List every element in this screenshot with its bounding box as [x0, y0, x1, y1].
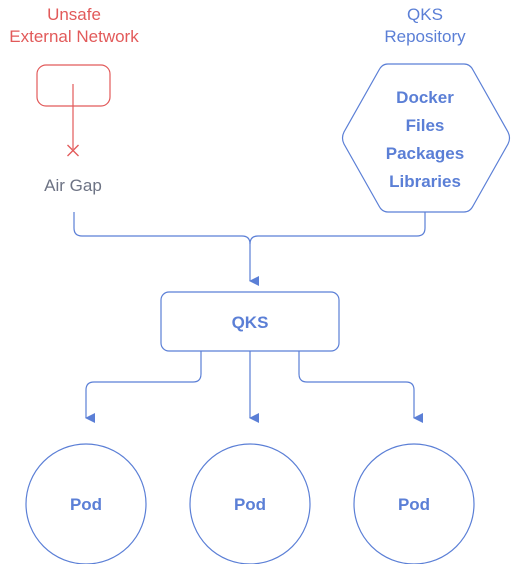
pod-1: Pod — [25, 443, 147, 564]
air-gap-label: Air Gap — [44, 176, 102, 195]
pod-3-label: Pod — [398, 495, 430, 514]
qks-repository: QKS Repository Docker Files Packages Lib… — [341, 5, 511, 213]
air-gap-to-qks-arrow — [73, 212, 259, 286]
unsafe-title-line2: External Network — [9, 27, 139, 46]
pod-3: Pod — [353, 443, 475, 564]
pod-2-circle — [189, 443, 311, 564]
merge-connector — [73, 212, 426, 286]
qks-hub: QKS — [160, 291, 340, 352]
repository-to-qks-line — [249, 212, 426, 245]
blocked-x-icon — [67, 144, 79, 157]
unsafe-external-network: Unsafe External Network Air Gap — [9, 5, 139, 195]
qks-to-pod-1-arrow — [85, 351, 202, 423]
repository-title-line1: QKS — [407, 5, 443, 24]
pod-1-label: Pod — [70, 495, 102, 514]
repository-item-libraries: Libraries — [389, 172, 461, 191]
qks-to-pod-3-arrow — [298, 351, 423, 423]
repository-hexagon — [341, 63, 511, 213]
repository-item-files: Files — [406, 116, 445, 135]
repository-title-line2: Repository — [384, 27, 466, 46]
qks-hub-label: QKS — [232, 313, 269, 332]
pod-2: Pod — [189, 443, 311, 564]
pod-3-circle — [353, 443, 475, 564]
pod-1-circle — [25, 443, 147, 564]
repository-item-packages: Packages — [386, 144, 464, 163]
pod-2-label: Pod — [234, 495, 266, 514]
repository-item-docker: Docker — [396, 88, 454, 107]
pod-connectors — [85, 351, 423, 423]
unsafe-title-line1: Unsafe — [47, 5, 101, 24]
